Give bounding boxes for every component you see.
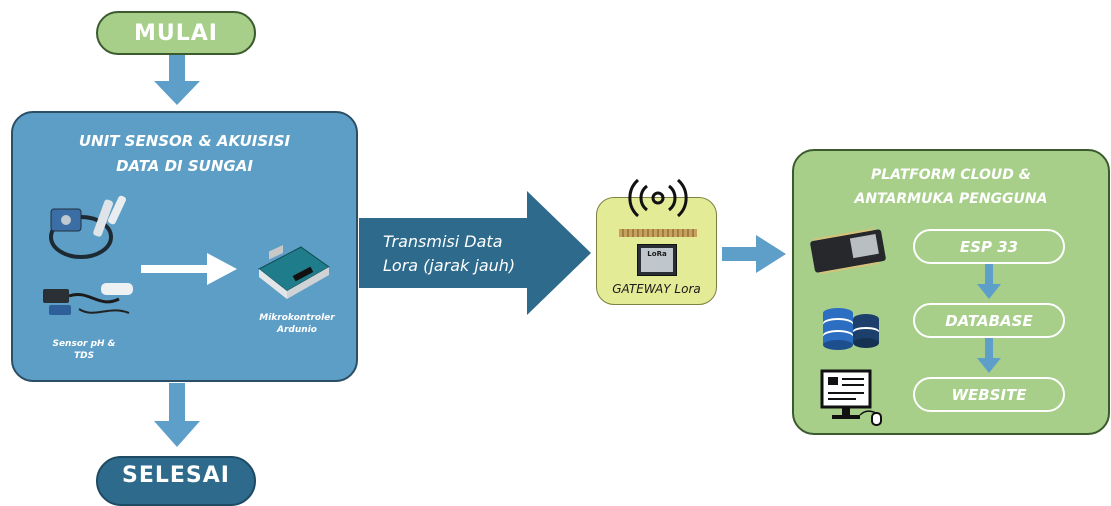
gateway-label: GATEWAY Lora [612,282,701,296]
start-label: MULAI [134,20,218,46]
transmission-label-line1: Transmisi Data [383,232,503,251]
mcu-label: Mikrokontroler Ardunio [247,312,347,336]
cloud-title-line2: ANTARMUKA PENGGUNA [854,191,1048,207]
esp-board-icon [810,228,886,275]
sensor-label-line1: Sensor pH & [52,339,116,349]
mcu-label-line2: Ardunio [277,325,317,335]
wireless-signal-icon [628,178,688,218]
website-computer-icon [820,369,882,426]
gateway-box: LoRa GATEWAY Lora [596,178,717,305]
step-website-pill: WEBSITE [913,377,1065,412]
end-terminator: SELESAI [96,456,256,506]
lora-chip-icon: LoRa [637,244,677,276]
mcu-label-line1: Mikrokontroler [259,313,335,323]
arrow-sensor-to-end [154,383,200,447]
arrow-start-to-sensor [154,55,200,105]
tds-sensor-icon [43,283,133,315]
sensor-to-mcu-arrow [141,253,237,285]
sensor-unit-box: UNIT SENSOR & AKUISISI DATA DI SUNGAI Se… [11,111,358,382]
transmission-arrow [359,191,591,315]
step-website-label: WEBSITE [951,385,1027,404]
sensor-label-line2: TDS [73,351,95,361]
end-label: SELESAI [122,463,230,488]
sensor-unit-title-line1: UNIT SENSOR & AKUISISI [78,132,291,150]
sensor-label: Sensor pH & TDS [49,338,119,362]
arrow-gateway-to-cloud [722,235,786,273]
ph-sensor-icon [49,195,126,259]
arduino-board-icon [258,245,330,299]
step-database-label: DATABASE [945,311,1033,330]
lora-chip-text: LoRa [641,248,673,272]
step-esp-pill: ESP 33 [913,229,1065,264]
start-terminator: MULAI [96,11,256,55]
database-icon [823,308,879,350]
arrow-database-to-website [977,338,1001,373]
antenna-icon [619,229,697,237]
arrow-esp-to-database [977,264,1001,299]
sensor-unit-title-line2: DATA DI SUNGAI [116,157,253,175]
cloud-title: PLATFORM CLOUD & ANTARMUKA PENGGUNA [794,163,1108,211]
sensor-unit-title: UNIT SENSOR & AKUISISI DATA DI SUNGAI [13,129,356,179]
step-database-pill: DATABASE [913,303,1065,338]
transmission-label-line2: Lora (jarak jauh) [383,256,516,275]
cloud-title-line1: PLATFORM CLOUD & [871,167,1031,183]
step-esp-label: ESP 33 [959,237,1019,256]
cloud-platform-box: PLATFORM CLOUD & ANTARMUKA PENGGUNA [792,149,1110,435]
transmission-label: Transmisi Data Lora (jarak jauh) [383,230,543,278]
